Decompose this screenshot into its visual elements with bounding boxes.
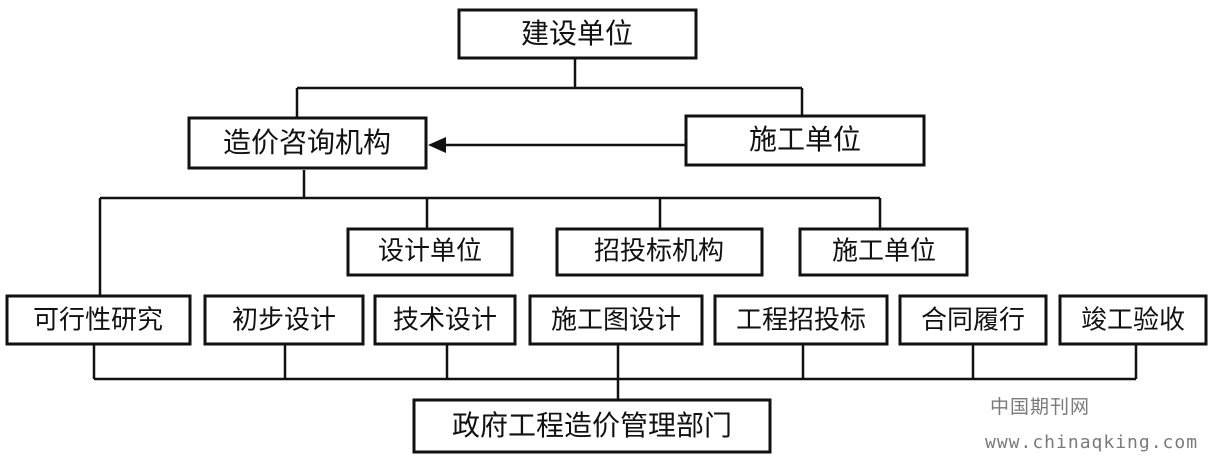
- contractor-to-consultancy-arrow: [428, 137, 686, 153]
- node-tendering-agency: 招投标机构: [555, 227, 764, 277]
- node-feasibility-label: 可行性研究: [33, 306, 163, 336]
- node-design-unit-label: 设计单位: [378, 237, 482, 267]
- node-government-label: 政府工程造价管理部门: [452, 409, 732, 442]
- node-cost-consultancy: 造价咨询机构: [187, 116, 428, 170]
- node-design-unit: 设计单位: [346, 227, 514, 277]
- node-owner: 建设单位: [457, 8, 698, 60]
- node-contractor-top-label: 施工单位: [749, 123, 861, 156]
- node-acceptance-label: 竣工验收: [1081, 306, 1185, 336]
- node-bidding-label: 工程招投标: [736, 306, 866, 336]
- node-technical-design: 技术设计: [373, 294, 517, 346]
- owner-connectors: [295, 58, 804, 118]
- node-construction-drawing-label: 施工图设计: [551, 306, 681, 336]
- stage-bus-connectors: [92, 344, 1138, 400]
- watermark-name: 中国期刊网: [990, 396, 1091, 418]
- node-preliminary-design-label: 初步设计: [232, 306, 336, 336]
- node-construction-drawing: 施工图设计: [528, 294, 704, 346]
- node-contractor-mid-label: 施工单位: [832, 237, 936, 267]
- node-contractor-mid: 施工单位: [798, 227, 969, 277]
- node-contract-performance-label: 合同履行: [921, 306, 1025, 336]
- node-cost-consultancy-label: 造价咨询机构: [223, 126, 391, 159]
- node-preliminary-design: 初步设计: [203, 294, 365, 346]
- node-government: 政府工程造价管理部门: [412, 398, 772, 454]
- consultancy-connectors: [98, 170, 882, 296]
- node-feasibility: 可行性研究: [5, 294, 192, 346]
- node-owner-label: 建设单位: [521, 17, 633, 50]
- node-bidding: 工程招投标: [713, 294, 889, 346]
- node-tendering-agency-label: 招投标机构: [594, 237, 724, 267]
- node-contract-performance: 合同履行: [898, 294, 1048, 346]
- arrowhead-icon: [428, 137, 446, 153]
- node-contractor-top: 施工单位: [684, 114, 926, 167]
- watermark-url: www.chinaqking.com: [985, 432, 1199, 453]
- node-acceptance: 竣工验收: [1058, 294, 1208, 346]
- node-technical-design-label: 技术设计: [393, 306, 497, 336]
